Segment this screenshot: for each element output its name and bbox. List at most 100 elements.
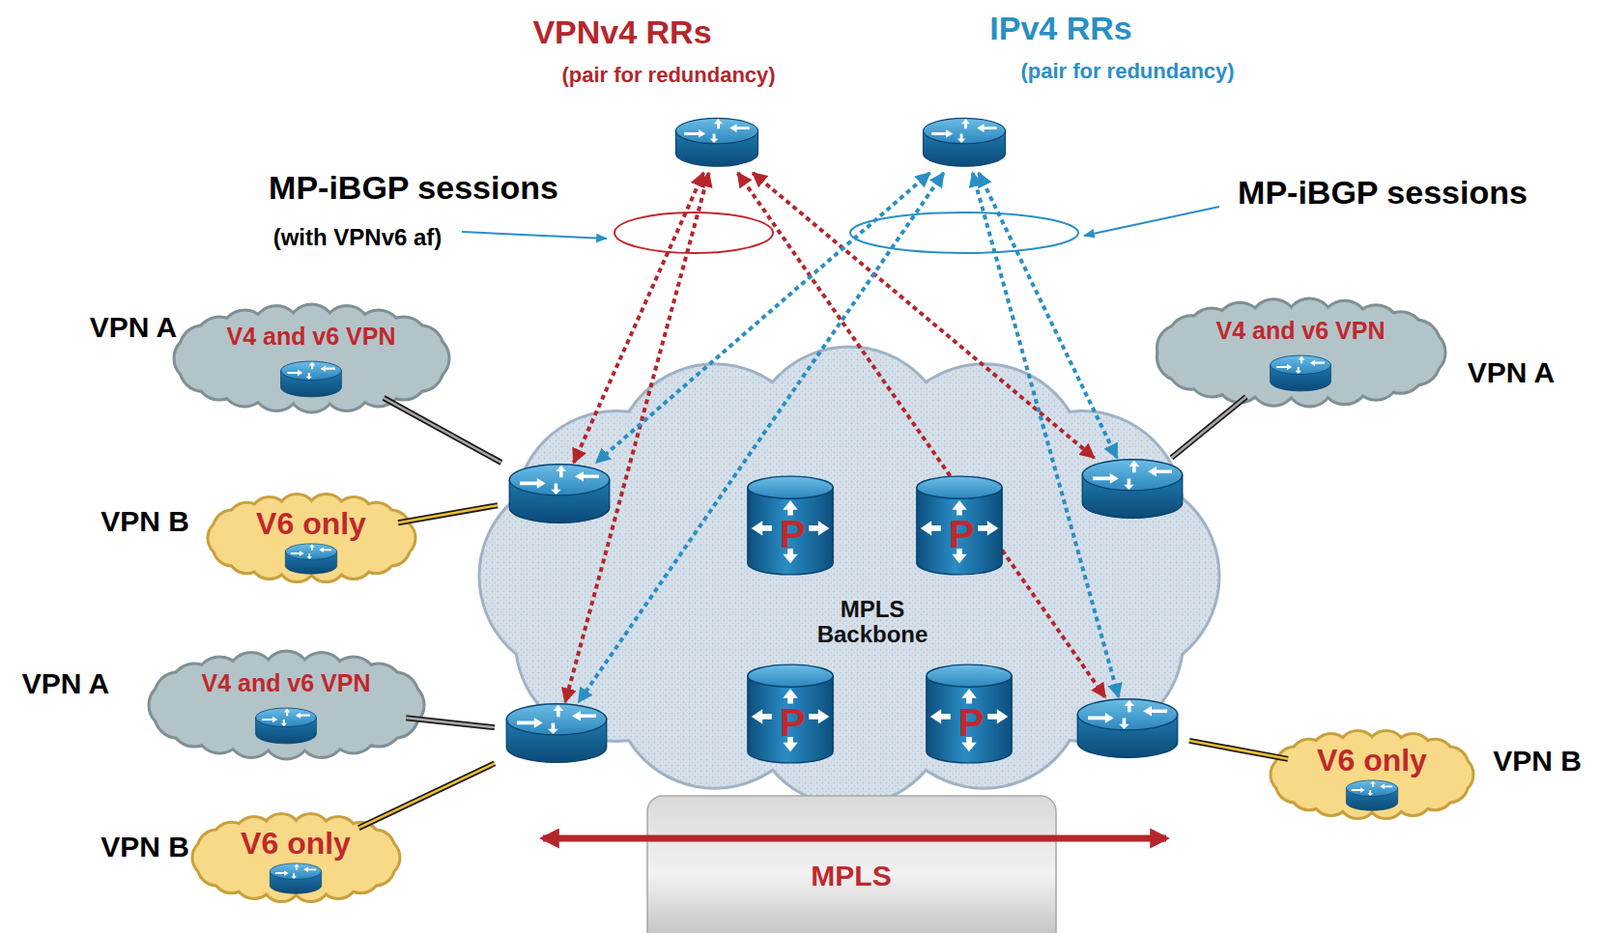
annotation-label: VPN B <box>100 505 190 538</box>
text-holder: MPLS Backbone <box>800 597 945 649</box>
text-holder: V4 and v6 VPN <box>200 670 371 698</box>
icon-graphic <box>1270 355 1332 392</box>
text-holder: V4 and v6 VPN <box>226 323 396 351</box>
p-router: P <box>743 474 837 577</box>
text-holder: VPN B <box>100 830 190 863</box>
customer-cloud: V6 only <box>1270 730 1474 820</box>
mpls-arrow <box>542 835 1167 843</box>
router-icon <box>921 113 1007 173</box>
cloud-fill <box>1158 300 1445 406</box>
leader-arrow <box>461 231 607 239</box>
customer-cloud-label: V6 only <box>240 827 351 861</box>
text-holder: VPNv4 RRs <box>532 14 712 51</box>
customer-cloud-label: V4 and v6 VPN <box>1215 317 1385 345</box>
text-holder: P <box>779 701 806 744</box>
annotation-label: VPN A <box>22 667 111 700</box>
icon-graphic <box>1082 459 1182 519</box>
cloud-fill <box>150 653 424 759</box>
text-holder: P <box>958 701 985 744</box>
text-holder: (with VPNv6 af) <box>273 225 443 251</box>
text-holder: MPLS <box>810 859 891 892</box>
route-reflector-label: (pair for redundancy) <box>561 63 775 87</box>
cloud-edge <box>207 493 416 582</box>
customer-cloud: V6 only <box>207 493 416 583</box>
router-icon <box>1065 697 1190 762</box>
p-router-label: P <box>948 513 975 556</box>
mpls-backbone-cloud: PPPPMPLS Backbone <box>479 346 1220 806</box>
cloud-edge <box>479 346 1220 806</box>
link-core <box>383 398 502 463</box>
pe-router <box>1070 457 1195 522</box>
annotation-label: MP-iBGP sessions <box>1237 174 1528 211</box>
session-ring <box>850 212 1079 254</box>
attachment-link <box>1171 397 1246 458</box>
p-router-label: P <box>779 513 806 556</box>
route-reflector: IPv4 RRs (pair for redundancy) <box>869 0 1257 186</box>
text-holder: VPN A <box>1467 356 1556 389</box>
link-core <box>1189 741 1288 760</box>
icon-graphic <box>922 117 1005 167</box>
route-reflector-label: IPv4 RRs <box>989 10 1132 47</box>
band-body <box>647 796 1057 933</box>
pe-router <box>497 462 622 527</box>
route-reflector-label: (pair for redundancy) <box>1020 59 1234 84</box>
link-core <box>1171 397 1246 458</box>
text-holder: VPN A <box>22 667 111 700</box>
icon-graphic <box>1077 699 1177 759</box>
text-holder: (pair for redundancy) <box>561 63 775 87</box>
link-casing <box>1189 741 1288 760</box>
pe-router <box>494 702 619 767</box>
annotation-label: MP-iBGP sessions <box>268 170 559 206</box>
annotation-label: VPN B <box>1492 744 1582 777</box>
router-icon <box>251 707 321 746</box>
link-casing <box>383 398 502 463</box>
icon-graphic <box>747 476 833 575</box>
icon-graphic <box>506 704 606 764</box>
router-icon <box>1265 354 1336 394</box>
text-holder: VPN B <box>1492 744 1582 777</box>
cloud-edge <box>173 304 450 413</box>
customer-cloud: V6 only <box>192 813 400 903</box>
icon-graphic <box>256 708 317 744</box>
text-holder: IPv4 RRs <box>989 10 1132 47</box>
text-holder: V4 and v6 VPN <box>1215 317 1385 345</box>
cloud-edge <box>1270 730 1474 819</box>
router-icon <box>281 542 342 576</box>
router-icon <box>1070 457 1195 522</box>
p-router-label: P <box>958 701 985 744</box>
pe-router <box>1065 697 1190 762</box>
route-reflector: VPNv4 RRs (pair for redundancy) <box>454 0 822 186</box>
customer-cloud-label: V4 and v6 VPN <box>226 323 396 351</box>
router-icon <box>276 360 346 400</box>
link-casing <box>398 505 498 523</box>
mpls-band: MPLS <box>647 796 1057 933</box>
cloud-edge <box>192 813 400 902</box>
mpls-backbone-cloud-label: MPLS Backbone <box>800 597 945 649</box>
cloud-fill <box>175 306 449 412</box>
router-icon <box>265 862 326 896</box>
annotation-label: VPN B <box>100 830 190 863</box>
customer-cloud-label: V6 only <box>256 507 367 542</box>
customer-cloud: V4 and v6 VPN <box>1155 298 1446 407</box>
attachment-link <box>383 398 502 463</box>
cloud-fill <box>1272 732 1473 818</box>
text-holder: P <box>948 513 975 556</box>
p-router-label: P <box>779 701 806 744</box>
attachment-link <box>398 505 498 523</box>
annotation-label: VPN A <box>89 311 178 343</box>
link-core <box>358 763 495 829</box>
link-casing <box>1171 397 1246 458</box>
text-holder: V6 only <box>256 507 367 542</box>
text-holder: VPN A <box>89 311 178 343</box>
leader-arrow <box>1084 206 1220 236</box>
link-casing <box>358 763 495 829</box>
p-router: P <box>743 662 837 766</box>
cloud-core <box>578 446 1121 708</box>
text-holder: V6 only <box>240 827 351 861</box>
attachment-link <box>358 763 495 829</box>
text-holder: VPN B <box>100 505 190 538</box>
link-core <box>398 505 498 523</box>
cloud-fill <box>194 815 400 901</box>
customer-cloud-label: V6 only <box>1316 743 1428 778</box>
